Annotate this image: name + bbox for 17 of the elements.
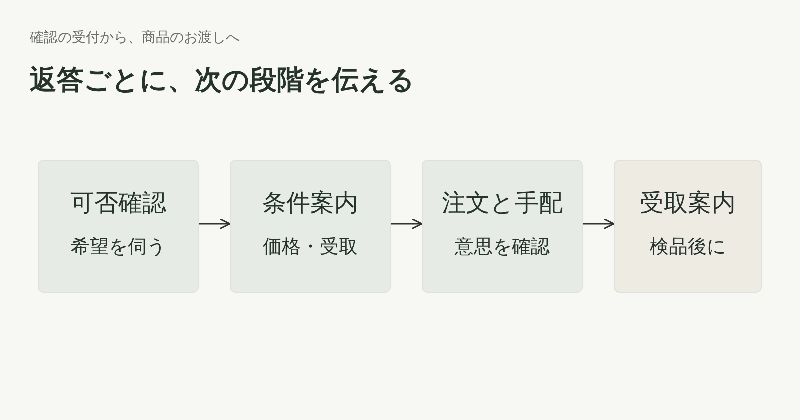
subtitle: 確認の受付から、商品のお渡しへ — [30, 29, 240, 47]
step-heading: 受取案内 — [639, 188, 737, 219]
step-heading: 条件案内 — [262, 188, 360, 219]
step-note: 検品後に — [649, 235, 727, 260]
step-card — [38, 160, 199, 293]
step-card — [230, 160, 391, 293]
title: 返答ごとに、次の段階を伝える — [30, 64, 415, 98]
step-note: 希望を伺う — [70, 235, 167, 260]
step-card — [422, 160, 583, 293]
step-note: 価格・受取 — [262, 235, 359, 260]
step-heading: 注文と手配 — [441, 188, 564, 219]
arrow — [199, 218, 231, 230]
arrow — [391, 218, 423, 230]
arrow — [583, 218, 615, 230]
step-note: 意思を確認 — [454, 235, 551, 260]
step-heading: 可否確認 — [70, 188, 168, 219]
step-card — [614, 160, 762, 293]
